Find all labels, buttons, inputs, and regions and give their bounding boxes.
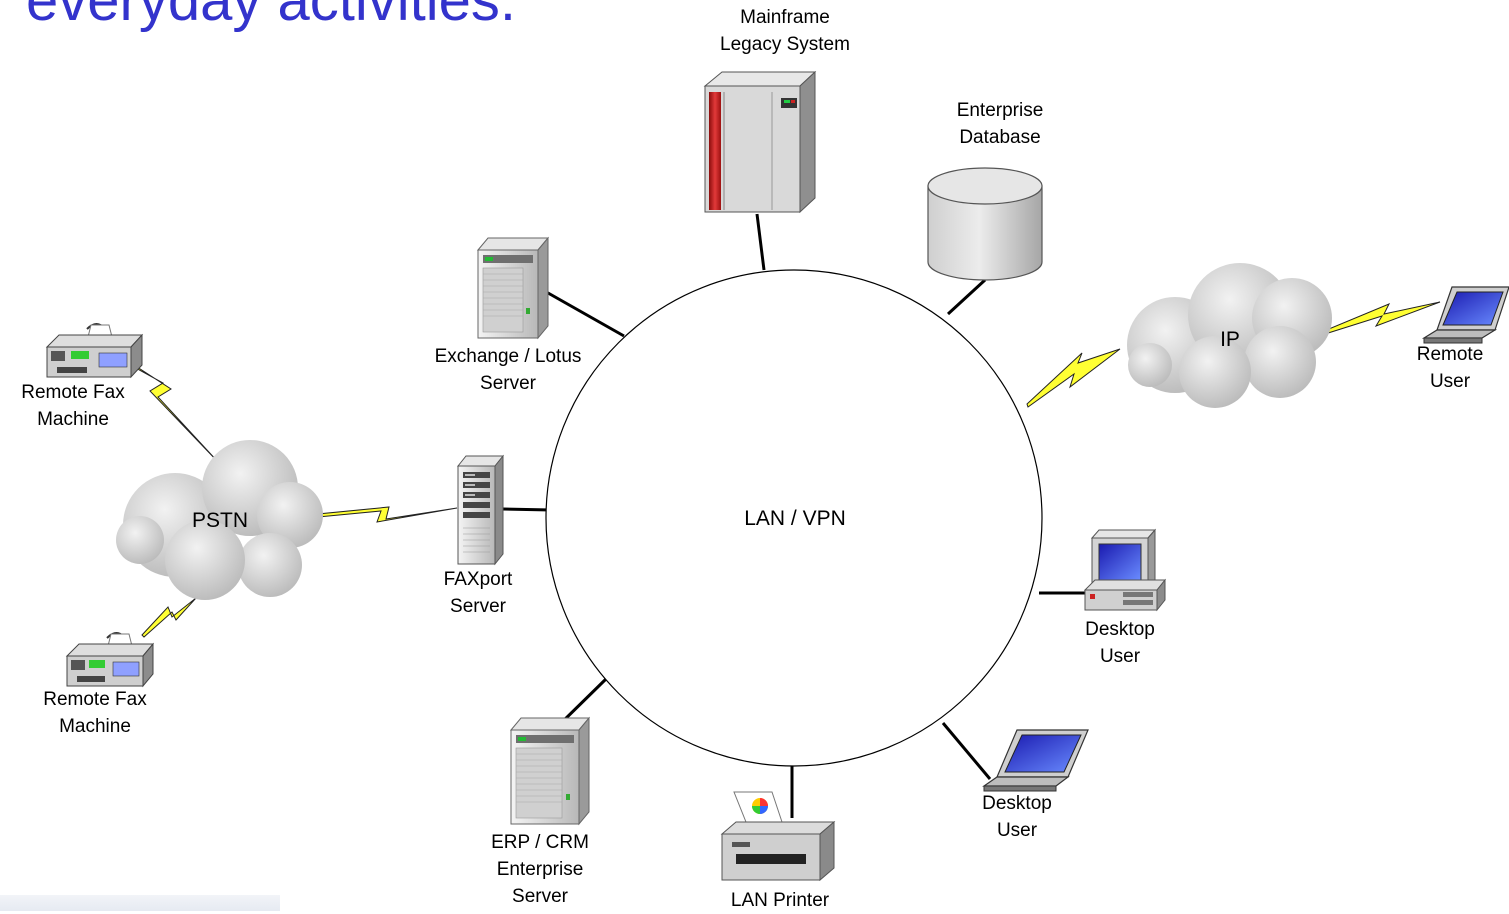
- mainframe-label: Mainframe Legacy System: [720, 7, 850, 55]
- laptop-icon: [1421, 286, 1509, 344]
- printer-icon: [720, 791, 836, 882]
- slide-title-fragment: everyday activities.: [26, 0, 516, 33]
- lan-vpn-ring: [545, 269, 1043, 767]
- fax-top-label: Remote Fax Machine: [21, 382, 125, 430]
- fax-machine-icon: [45, 323, 144, 379]
- fax-bottom-label: Remote Fax Machine: [43, 689, 147, 737]
- fax-machine-icon: [65, 632, 155, 688]
- slide-corner-decoration: [0, 895, 280, 911]
- lightning-fax-bottom: [141, 597, 197, 638]
- server-tower-icon: [456, 454, 505, 566]
- link-mainframe: [755, 213, 766, 271]
- remote-user-label: Remote User: [1416, 344, 1484, 392]
- mainframe-icon: [703, 70, 817, 214]
- server-tower-icon: [476, 236, 550, 340]
- lightning-pstn-fax: [317, 506, 458, 523]
- laptop-icon: [982, 729, 1089, 792]
- lightning-ip-remote: [1323, 301, 1441, 335]
- center-label: LAN / VPN: [744, 507, 846, 530]
- database-icon: [927, 167, 1043, 281]
- link-exchange: [540, 287, 625, 338]
- desktop-computer-icon: [1083, 528, 1167, 612]
- link-database: [946, 278, 987, 316]
- desktop-pc-label: Desktop User: [1085, 619, 1155, 667]
- desktop-laptop-label: Desktop User: [982, 793, 1052, 841]
- server-tower-icon: [509, 716, 591, 826]
- cloud-icon: [116, 440, 323, 600]
- link-desktop-laptop: [941, 722, 992, 780]
- pstn-cloud-label: PSTN: [191, 509, 248, 532]
- erp-label: ERP / CRM Enterprise Server: [491, 832, 589, 907]
- printer-label: LAN Printer: [730, 890, 830, 911]
- wireless-links: [111, 301, 1441, 638]
- database-label: Enterprise Database: [956, 100, 1044, 148]
- lightning-ring-ip: [1026, 348, 1121, 408]
- link-faxport: [502, 507, 552, 512]
- cloud-icon: [1127, 263, 1332, 408]
- exchange-label: Exchange / Lotus Server: [434, 346, 582, 394]
- ip-cloud-label: IP: [1220, 328, 1240, 351]
- faxport-label: FAXport Server: [443, 569, 513, 617]
